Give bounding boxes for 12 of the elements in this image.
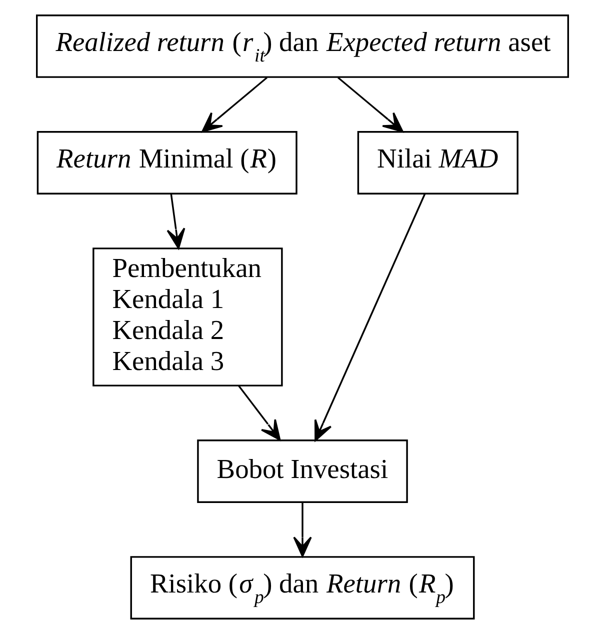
node-box: Pembentukan Kendala 1 Kendala 2 Kendala 3 [92,248,282,386]
arrow [337,76,403,132]
node-box: Return Minimal (R) [36,131,297,194]
node-box: Realized return (r$_{it}$) dan Expected return aset [36,14,568,78]
arrow [292,502,312,558]
node-box: Risiko (σ$_{p}$) dan Return (R$_{p}$) [130,556,474,620]
arrow [314,193,426,442]
arrow [201,76,267,132]
arrow [166,194,185,249]
node-box: Nilai MAD [356,131,518,194]
node-box: Bobot Investasi [196,440,408,503]
arrow [238,385,280,441]
